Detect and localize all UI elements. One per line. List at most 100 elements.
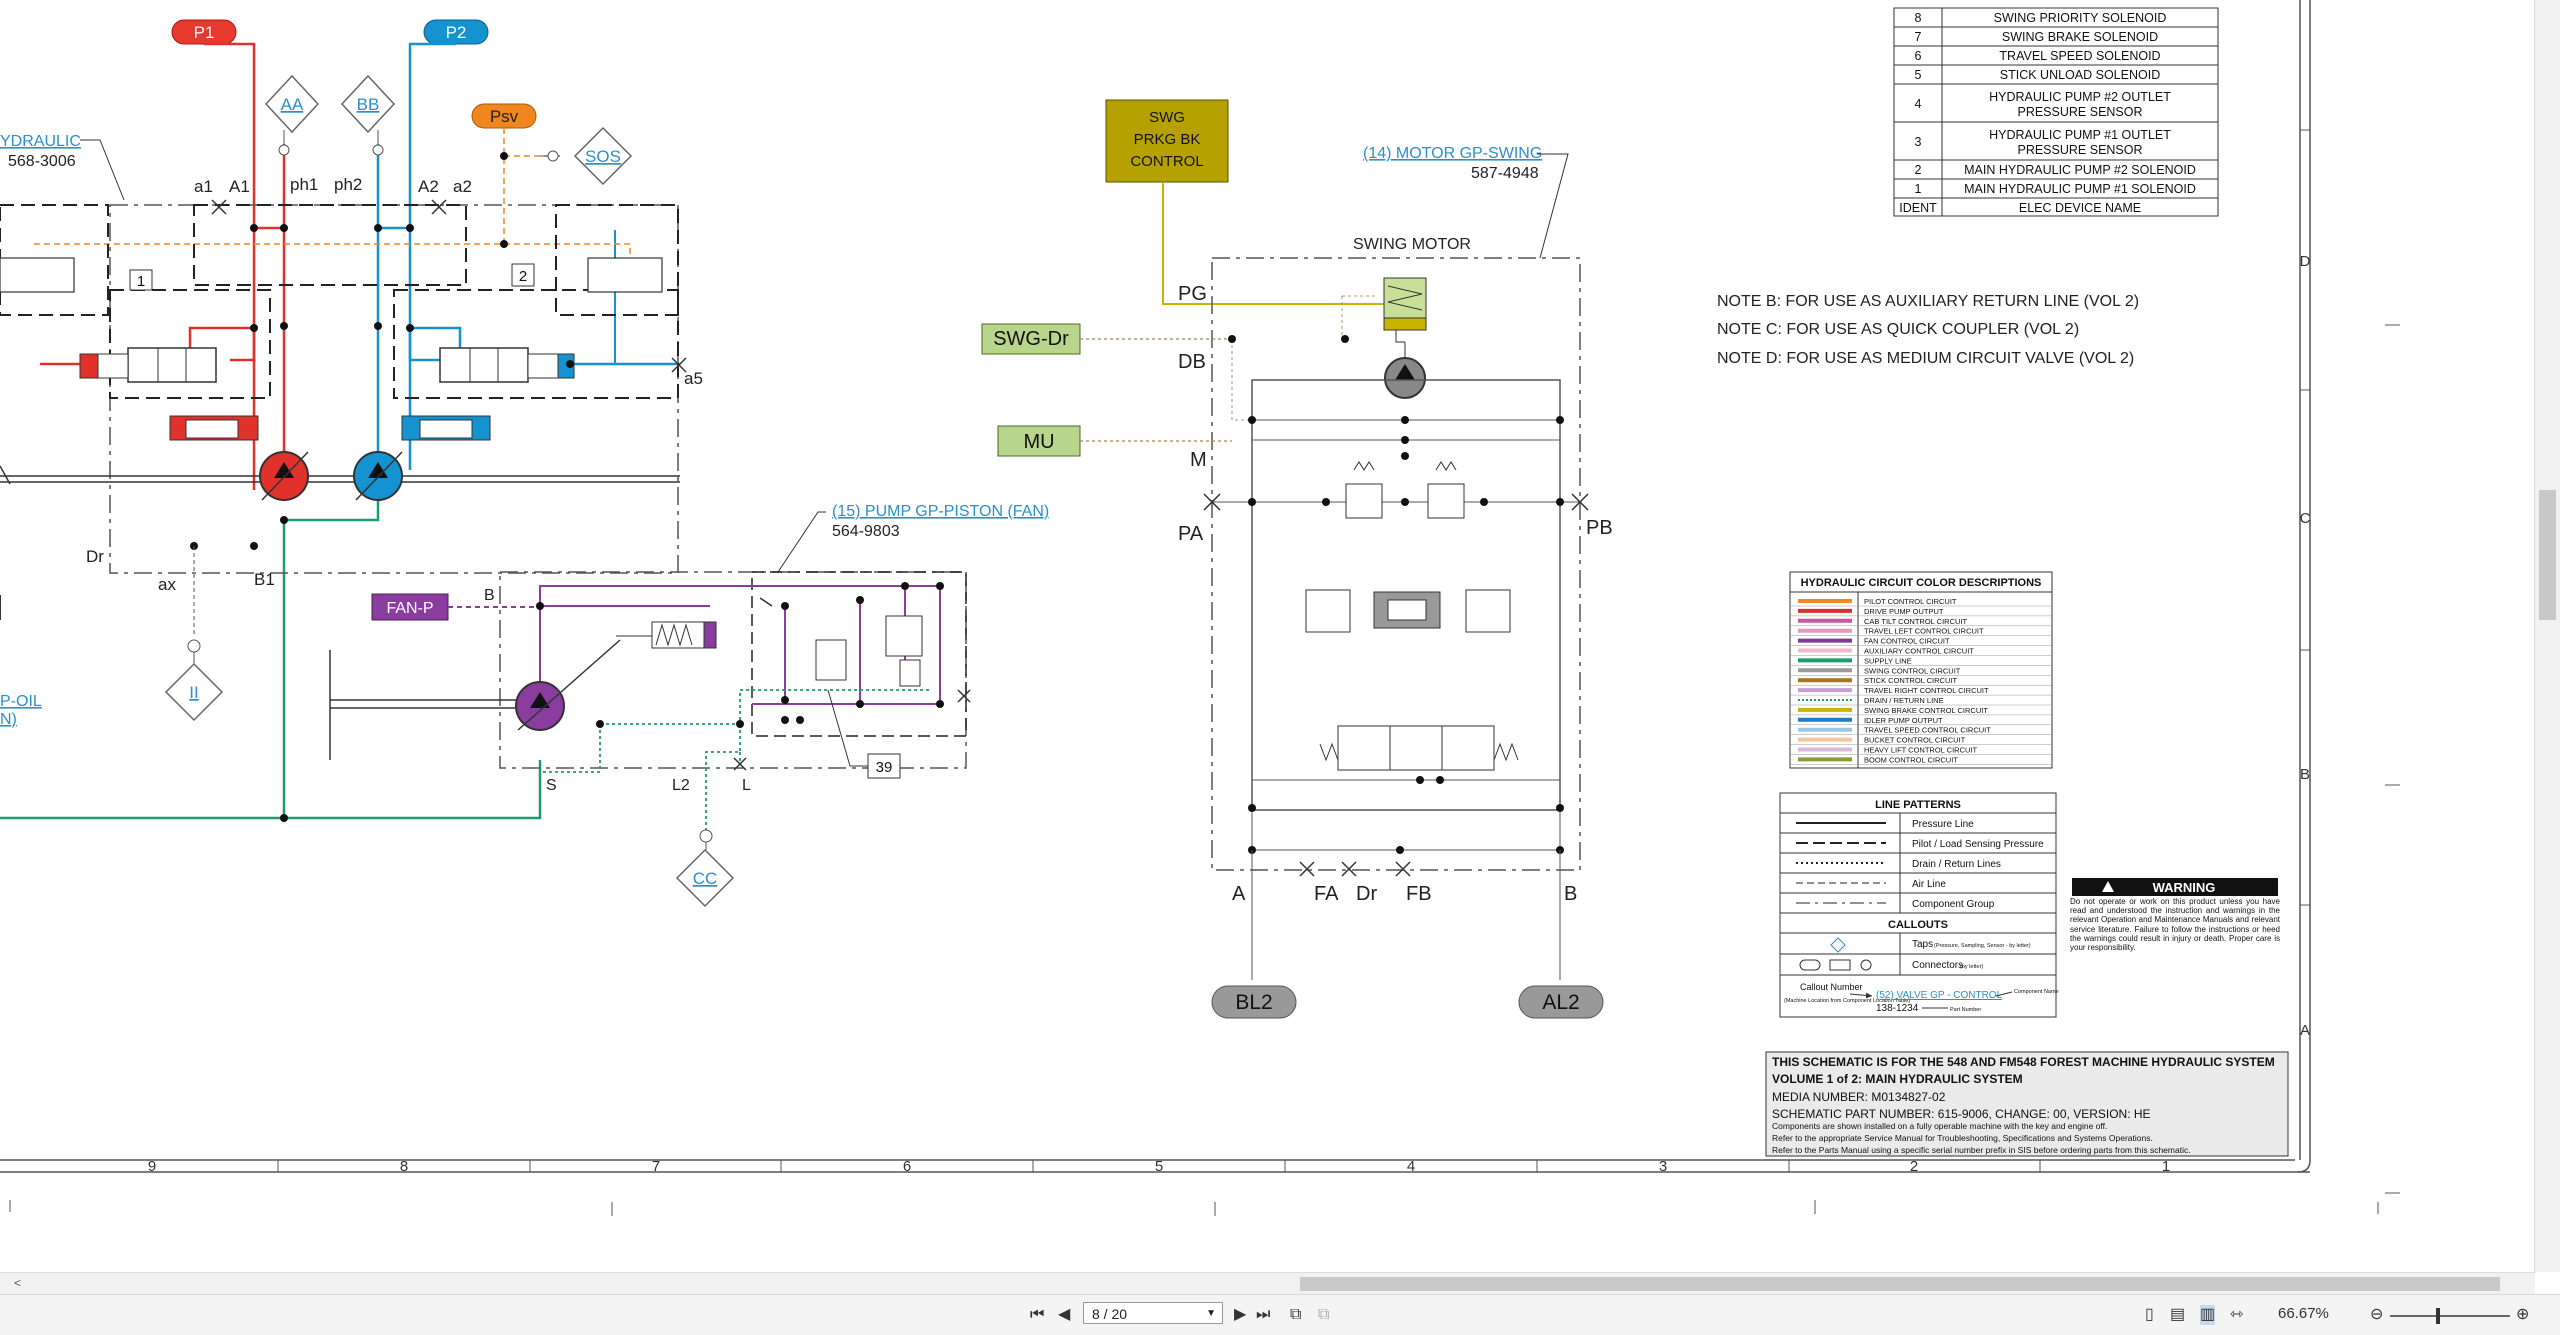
note-d: NOTE D: FOR USE AS MEDIUM CIRCUIT VALVE … — [1717, 350, 2134, 367]
swing-control-l2: PRKG BK — [1134, 131, 1201, 148]
label-fa: FA — [1314, 883, 1339, 905]
line-pattern-label: Air Line — [1912, 879, 1946, 890]
grid-row-label: C — [2300, 510, 2311, 527]
elec-row-name: HYDRAULIC PUMP #2 OUTLET — [1989, 90, 2171, 104]
grid-col-label: 5 — [1155, 1158, 1163, 1175]
label-m: M — [1190, 449, 1207, 471]
callout-swing-motor: (14) MOTOR GP-SWING — [1363, 145, 1542, 162]
swing-control-l1: SWG — [1149, 109, 1185, 126]
callout-number-note: (Machine Location from Component Locatio… — [1784, 998, 1910, 1004]
label-a: A — [1232, 883, 1246, 905]
callout-fan-pump-part: 564-9803 — [832, 523, 900, 540]
color-legend-label: TRAVEL LEFT CONTROL CIRCUIT — [1864, 627, 1984, 636]
callout-number-label: Callout Number — [1800, 982, 1863, 992]
tap-sos: SOS — [585, 147, 621, 166]
label-fb: FB — [1406, 883, 1432, 905]
zoom-in-icon[interactable]: ⊕ — [2516, 1306, 2530, 1323]
scroll-left-icon[interactable]: < — [14, 1276, 22, 1290]
elec-row-id: 7 — [1915, 30, 1922, 44]
label-b1: B1 — [254, 570, 275, 589]
label-dr-swing: Dr — [1356, 883, 1377, 905]
chevron-down-icon[interactable]: ▼ — [1206, 1308, 1216, 1319]
elec-row-name2: PRESSURE SENSOR — [2017, 143, 2142, 157]
two-page-icon[interactable]: ▥ — [2200, 1305, 2216, 1325]
title-line-4: SCHEMATIC PART NUMBER: 615-9006, CHANGE:… — [1772, 1107, 2151, 1121]
callout-part-number: Part Number — [1950, 1007, 1981, 1013]
grid-col-label: 1 — [2162, 1158, 2170, 1175]
callout-connectors: Connectors — [1912, 960, 1963, 971]
copy-disabled-icon[interactable]: ⧉ — [1318, 1306, 1330, 1323]
title-line-2: VOLUME 1 of 2: MAIN HYDRAULIC SYSTEM — [1772, 1072, 2023, 1086]
line-pattern-label: Component Group — [1912, 899, 1995, 910]
callout-p-oil-2: N) — [0, 711, 17, 728]
last-page-icon[interactable]: ⏭ — [1256, 1306, 1271, 1323]
label-ax: ax — [158, 575, 176, 594]
grid-row-label: B — [2300, 766, 2310, 783]
continuous-icon[interactable]: ▤ — [2170, 1306, 2186, 1323]
port-mu: MU — [1023, 431, 1054, 453]
callout-connectors-note: (by letter) — [1960, 964, 1983, 970]
zoom-slider[interactable] — [2390, 1308, 2510, 1324]
elec-row-name: STICK UNLOAD SOLENOID — [2000, 68, 2160, 82]
elec-row-id: 2 — [1915, 163, 1922, 177]
grid-col-labels: 9 8 7 6 5 4 3 2 1 — [148, 1158, 2170, 1175]
elec-row-id: 5 — [1915, 68, 1922, 82]
vertical-scrollbar[interactable] — [2534, 0, 2560, 1272]
line-patterns-legend: LINE PATTERNS Pressure Line Pilot / Load… — [1779, 792, 2059, 1018]
tap-aa: AA — [281, 95, 304, 114]
label-pa: PA — [1178, 523, 1204, 545]
horizontal-scroll-thumb[interactable] — [1300, 1277, 2500, 1291]
label-db: DB — [1178, 351, 1206, 373]
grid-col-label: 9 — [148, 1158, 156, 1175]
zoom-slider-knob[interactable] — [2436, 1308, 2440, 1324]
elec-row-name: MAIN HYDRAULIC PUMP #1 SOLENOID — [1964, 182, 2196, 196]
elec-row-name: SWING BRAKE SOLENOID — [2002, 30, 2158, 44]
port-al2: AL2 — [1542, 991, 1579, 1014]
color-legend-label: FAN CONTROL CIRCUIT — [1864, 637, 1950, 646]
elec-row-id: 8 — [1915, 11, 1922, 25]
callout-taps: Taps — [1912, 939, 1933, 950]
prev-page-icon[interactable]: ◀ — [1058, 1306, 1071, 1323]
color-legend-label: IDLER PUMP OUTPUT — [1864, 716, 1943, 725]
document-page: 9 8 7 6 5 4 3 2 1 D C B A P1 — [0, 0, 2400, 1216]
copy-icon[interactable]: ⧉ — [1290, 1306, 1302, 1323]
label-fan-s: S — [546, 777, 557, 794]
elec-row-name: TRAVEL SPEED SOLENOID — [1999, 49, 2160, 63]
color-legend-label: SWING BRAKE CONTROL CIRCUIT — [1864, 706, 1988, 715]
single-page-icon[interactable]: ▯ — [2145, 1306, 2154, 1323]
color-legend-label: AUXILIARY CONTROL CIRCUIT — [1864, 647, 1974, 656]
line-patterns-title: LINE PATTERNS — [1875, 799, 1961, 811]
tap-cc: CC — [693, 869, 718, 888]
color-legend-label: BOOM CONTROL CIRCUIT — [1864, 755, 1958, 764]
vertical-scroll-thumb[interactable] — [2539, 490, 2556, 620]
tap-bb: BB — [357, 95, 380, 114]
zoom-out-icon[interactable]: ⊖ — [2370, 1306, 2384, 1323]
fit-icon[interactable]: ⇿ — [2230, 1306, 2244, 1323]
main-pump-group: P1 P2 Psv AA BB SOS II CC — [0, 19, 735, 908]
elec-row-id: 1 — [1915, 182, 1922, 196]
port-fan-p: FAN-P — [386, 600, 433, 617]
grid-col-label: 3 — [1659, 1158, 1667, 1175]
elec-header-name: ELEC DEVICE NAME — [2019, 201, 2141, 215]
label-fan-l: L — [742, 777, 751, 794]
page-number-field[interactable]: 8 / 20 ▼ — [1083, 1302, 1223, 1324]
label-39: 39 — [876, 759, 893, 776]
elec-row-id: 4 — [1915, 97, 1922, 111]
label-fan-l2: L2 — [672, 777, 690, 794]
line-pattern-label: Pilot / Load Sensing Pressure — [1912, 839, 2044, 850]
first-page-icon[interactable]: ⏮ — [1030, 1306, 1045, 1323]
grid-row-labels: D C B A — [2300, 253, 2311, 1039]
callout-hydraulic: YDRAULIC — [0, 133, 81, 150]
next-page-icon[interactable]: ▶ — [1234, 1306, 1247, 1323]
grid-col-label: 2 — [1910, 1158, 1918, 1175]
port-p2: P2 — [446, 23, 467, 42]
swing-control-l3: CONTROL — [1130, 153, 1203, 170]
schematic-canvas: 9 8 7 6 5 4 3 2 1 D C B A P1 — [0, 0, 2400, 1216]
color-legend-label: SUPPLY LINE — [1864, 656, 1912, 665]
swing-motor-title: SWING MOTOR — [1353, 236, 1471, 253]
port-bl2: BL2 — [1235, 991, 1272, 1014]
label-dr: Dr — [86, 547, 104, 566]
horizontal-scrollbar[interactable]: < — [0, 1272, 2535, 1295]
